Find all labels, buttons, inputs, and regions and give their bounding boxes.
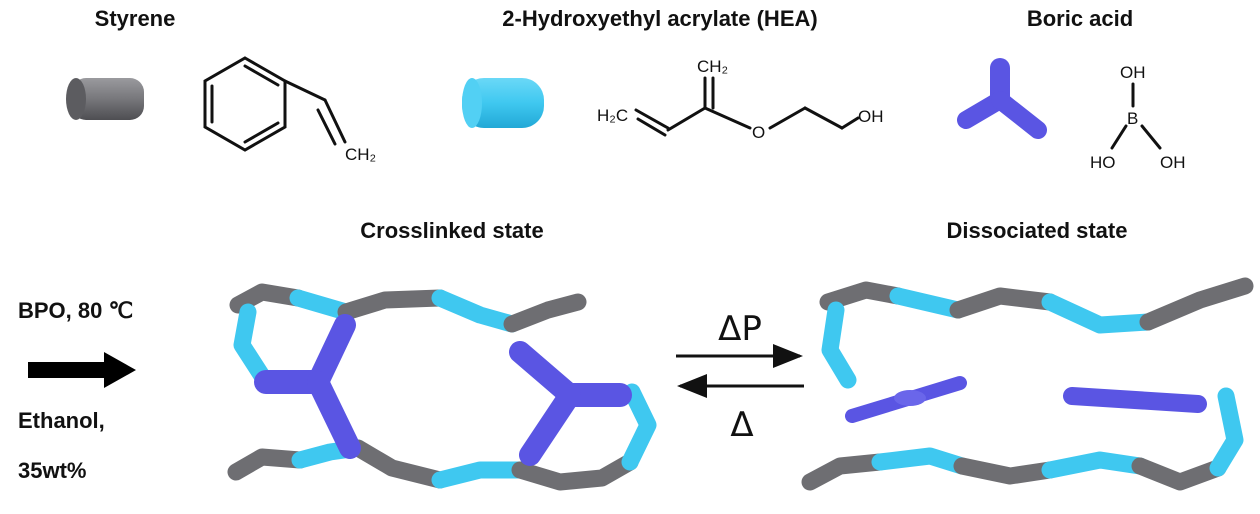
hea-title: 2-Hydroxyethyl acrylate (HEA) bbox=[502, 6, 817, 31]
hea-oxygen-label: O bbox=[752, 123, 765, 142]
styrene-title: Styrene bbox=[95, 6, 176, 31]
hea-cylinder-icon bbox=[462, 78, 544, 128]
dissociated-network bbox=[801, 277, 1254, 491]
boric-acid-icon bbox=[957, 58, 1047, 139]
hea-oh-label: OH bbox=[858, 107, 884, 126]
condition-concentration: 35wt% bbox=[18, 458, 86, 483]
reaction-arrow-icon bbox=[28, 352, 136, 388]
condition-initiator: BPO, 80 ℃ bbox=[18, 298, 133, 323]
styrene-ch2-label: CH₂ bbox=[345, 145, 376, 164]
hea-structure: H₂C CH₂ O OH bbox=[597, 57, 884, 142]
crosslinked-state-title: Crosslinked state bbox=[360, 218, 543, 243]
boric-oh-top-label: OH bbox=[1120, 63, 1146, 82]
hea-ch2-label: CH₂ bbox=[697, 57, 728, 76]
free-boric-acid-right bbox=[1063, 387, 1207, 413]
styrene-cylinder-icon bbox=[66, 78, 144, 120]
styrene-structure: CH₂ bbox=[203, 56, 376, 164]
free-boric-acid-left bbox=[845, 376, 967, 423]
boric-ho-left-label: HO bbox=[1090, 153, 1116, 172]
boric-acid-structure: OH B HO OH bbox=[1090, 63, 1186, 172]
boric-oh-right-label: OH bbox=[1160, 153, 1186, 172]
boric-b-label: B bbox=[1127, 109, 1138, 128]
crosslinked-network bbox=[227, 283, 657, 491]
boric-acid-crosslink-left bbox=[254, 314, 361, 459]
forward-condition-label: ΔP bbox=[718, 309, 762, 349]
boric-acid-crosslink-right bbox=[509, 341, 632, 466]
boric-acid-title: Boric acid bbox=[1027, 6, 1133, 31]
hea-h2c-label: H₂C bbox=[597, 106, 628, 125]
reverse-condition-label: Δ bbox=[730, 405, 753, 445]
dissociated-state-title: Dissociated state bbox=[947, 218, 1128, 243]
condition-solvent: Ethanol, bbox=[18, 408, 105, 433]
